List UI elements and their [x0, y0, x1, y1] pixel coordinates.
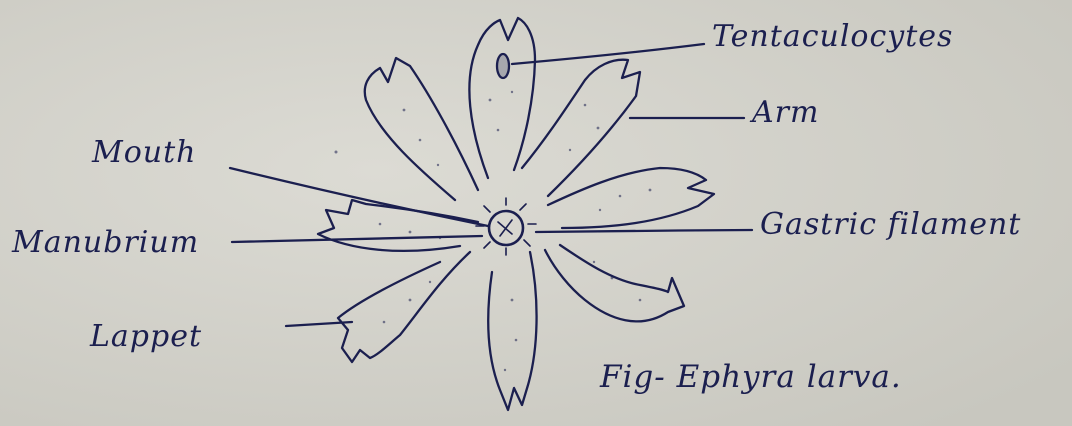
tentaculocyte-marker	[497, 54, 509, 78]
label-tentaculocytes: Tentaculocytes	[712, 22, 953, 52]
label-mouth: Mouth	[92, 138, 196, 168]
label-manubrium: Manubrium	[12, 228, 199, 258]
label-arm: Arm	[752, 98, 819, 128]
figure-caption: Fig- Ephyra larva.	[600, 362, 902, 393]
label-lappet: Lappet	[90, 322, 202, 352]
label-gastric-filament: Gastric filament	[760, 210, 1021, 240]
